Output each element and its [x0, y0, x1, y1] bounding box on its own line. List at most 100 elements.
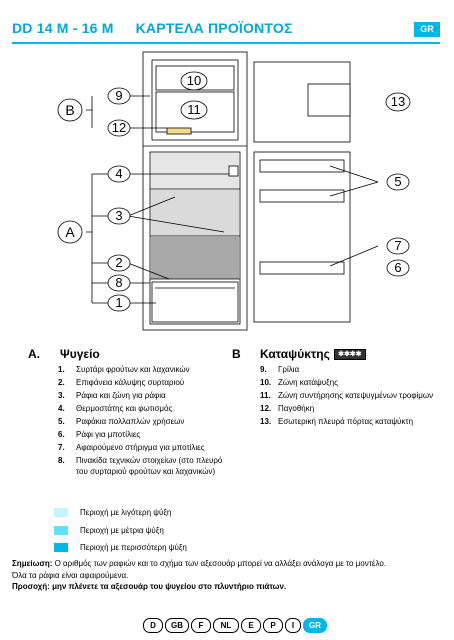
item-number: 5. — [58, 417, 65, 426]
legend-label: Περιοχή με μέτρια ψύξη — [80, 526, 164, 535]
zone-medium — [151, 190, 239, 236]
callout-6: 6 — [386, 259, 410, 277]
list-item: 3. Ράφια και ζώνη για ράφια — [58, 391, 224, 402]
item-number: 9. — [260, 365, 267, 374]
svg-text:9: 9 — [115, 88, 122, 103]
model-name: DD 14 M - 16 M — [12, 20, 114, 36]
callout-3: 3 — [107, 207, 131, 225]
section-a-title: Ψυγείο — [60, 347, 100, 361]
svg-text:1: 1 — [115, 295, 122, 310]
svg-text:10: 10 — [187, 73, 201, 88]
language-f-button[interactable]: F — [191, 618, 211, 633]
item-number: 11. — [260, 391, 271, 400]
callout-1: 1 — [107, 294, 131, 312]
language-d-button[interactable]: D — [143, 618, 163, 633]
item-text: Συρτάρι φρούτων και λαχανικών — [76, 365, 190, 374]
svg-text:11: 11 — [187, 102, 201, 117]
section-a-list: 1. Συρτάρι φρούτων και λαχανικών 2. Επιφάνε… — [58, 365, 224, 480]
list-item: 5. Ραφάκια πολλαπλών χρήσεων — [58, 417, 224, 428]
callout-7: 7 — [386, 237, 410, 255]
list-item: 11. Ζώνη συντήρησης κατεψυγμένων τροφίμων — [260, 391, 450, 402]
legend-swatch — [54, 508, 68, 517]
legend-label: Περιοχή με λιγότερη ψύξη — [80, 508, 172, 517]
freezer-star-rating-icon: ✱✱✱✱ — [333, 349, 366, 361]
language-gb-button[interactable]: GB — [165, 618, 189, 633]
item-number: 12. — [260, 404, 272, 413]
list-item: 8. Πινακίδα τεχνικών στοιχείων (στο πλευρ… — [58, 456, 224, 477]
item-text: Ζώνη συντήρησης κατεψυγμένων τροφίμων — [278, 391, 434, 400]
language-e-button[interactable]: E — [241, 618, 261, 633]
zone-dark — [151, 237, 239, 279]
list-item: 4.Θερμοστάτης και φωτισμός — [58, 404, 224, 415]
item-text: Ραφάκια πολλαπλών χρήσεων — [76, 417, 185, 426]
item-text: Ζώνη κατάψυξης — [278, 378, 338, 387]
section-b-heading: B Καταψύκτης✱✱✱✱ — [232, 347, 366, 361]
door-shelf-3 — [259, 261, 345, 275]
ice-tray — [166, 127, 192, 135]
item-text: Παγοθήκη — [278, 404, 315, 413]
callout-4: 4 — [107, 165, 131, 183]
svg-text:B: B — [65, 102, 74, 118]
item-number: 10. — [260, 378, 272, 387]
list-item: 2. Επιφάνεια κάλυψης συρταριού — [58, 378, 224, 389]
item-number: 3. — [58, 391, 65, 400]
language-gr-button[interactable]: GR — [303, 618, 327, 633]
item-text: Ράφια και ζώνη για ράφια — [76, 391, 166, 400]
freezer-door-inner — [307, 83, 351, 117]
section-b-title: Καταψύκτης✱✱✱✱ — [260, 347, 366, 361]
item-number: 6. — [58, 430, 65, 439]
header-divider — [12, 42, 440, 44]
list-item: 13. Εσωτερική πλευρά πόρτας καταψύκτη — [260, 417, 450, 428]
item-text: Εσωτερική πλευρά πόρτας καταψύκτη — [278, 417, 414, 426]
callout-8: 8 — [107, 274, 131, 292]
item-number: 13. — [260, 417, 272, 426]
legend-swatch — [54, 526, 68, 535]
fridge-door — [253, 151, 351, 323]
list-item: 1. Συρτάρι φρούτων και λαχανικών — [58, 365, 224, 376]
item-number: 8. — [58, 456, 65, 465]
language-i-button[interactable]: I — [285, 618, 301, 633]
list-item: 10. Ζώνη κατάψυξης — [260, 378, 450, 389]
section-a-letter: A. — [28, 347, 40, 361]
item-text: Επιφάνεια κάλυψης συρταριού — [76, 378, 185, 387]
section-b-list: 9.Γρίλια 10. Ζώνη κατάψυξης 11. Ζώνη συντήρη… — [260, 365, 450, 430]
note-line-3: Προσοχή: μην πλένετε τα αξεσουάρ του ψυγ… — [12, 582, 287, 591]
language-badge: GR — [414, 22, 440, 37]
svg-text:8: 8 — [115, 275, 122, 290]
item-number: 4. — [58, 404, 65, 413]
svg-text:5: 5 — [394, 174, 401, 189]
list-item: 12. Παγοθήκη — [260, 404, 450, 415]
legend-label: Περιοχή με περισσότερη ψύξη — [80, 543, 187, 552]
list-item: 6. Ράφι για μποτίλιες — [58, 430, 224, 441]
item-number: 7. — [58, 443, 65, 452]
svg-text:12: 12 — [112, 120, 126, 135]
svg-text:6: 6 — [394, 260, 401, 275]
item-text: Ράφι για μποτίλιες — [76, 430, 141, 439]
callout-10: 10 — [180, 71, 208, 91]
item-text: Αφαιρούμενο στήριγμα για μποτίλιες — [76, 443, 205, 452]
crisper-drawer — [151, 281, 239, 323]
callout-11: 11 — [180, 100, 208, 120]
section-a-heading: A. Ψυγείο — [28, 347, 100, 361]
item-text: Πινακίδα τεχνικών στοιχείων (στο πλευρό … — [76, 456, 223, 476]
callout-5: 5 — [386, 173, 410, 191]
list-item: 9.Γρίλια — [260, 365, 450, 376]
door-shelf-2 — [259, 189, 345, 203]
callout-13: 13 — [385, 92, 411, 112]
svg-text:A: A — [65, 224, 75, 240]
group-label-B: B — [57, 98, 83, 122]
note-line-2: Όλα τα ράφια είναι αφαιρούμενα. — [12, 570, 129, 580]
language-nl-button[interactable]: NL — [213, 618, 239, 633]
svg-text:13: 13 — [391, 94, 405, 109]
item-number: 1. — [58, 365, 65, 374]
notes: Σημείωση: Ο αριθμός των ραφιών και το σχ… — [12, 558, 444, 593]
language-p-button[interactable]: P — [263, 618, 283, 633]
callout-12: 12 — [107, 119, 131, 137]
list-item: 7. Αφαιρούμενο στήριγμα για μποτίλιες — [58, 443, 224, 454]
section-b-letter: B — [232, 347, 241, 361]
fridge-diagram: 9 10 11 12 13 4 3 2 8 1 5 7 6 B A — [57, 51, 411, 331]
door-shelf-1 — [259, 159, 345, 173]
svg-text:4: 4 — [115, 166, 122, 181]
item-number: 2. — [58, 378, 65, 387]
